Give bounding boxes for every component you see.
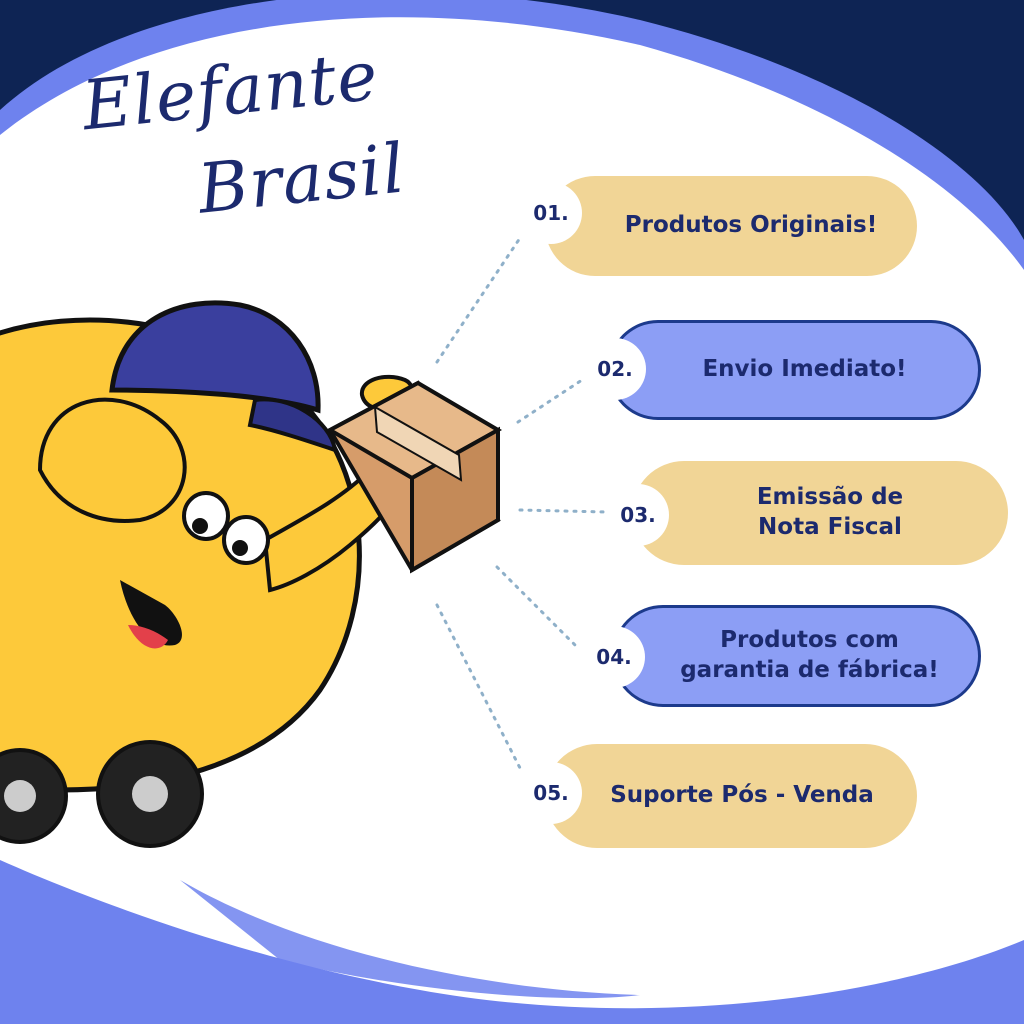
feature-item-2: Envio Imediato! bbox=[608, 320, 981, 420]
feature-number-4: 04. bbox=[583, 626, 645, 688]
feature-item-4: Produtos com garantia de fábrica! bbox=[612, 605, 981, 707]
feature-item-5: Suporte Pós - Venda bbox=[545, 744, 917, 848]
feature-label-5: Suporte Pós - Venda bbox=[610, 782, 874, 809]
feature-label-3b: Nota Fiscal bbox=[758, 514, 902, 540]
feature-label-3a: Emissão de bbox=[756, 484, 904, 511]
feature-label-4a: Produtos com bbox=[720, 627, 899, 654]
feature-item-3: Emissão de Nota Fiscal bbox=[632, 461, 1008, 565]
feature-label-1: Produtos Originais! bbox=[624, 212, 878, 239]
feature-number-2: 02. bbox=[584, 338, 646, 400]
feature-label-4b: garantia de fábrica! bbox=[680, 657, 939, 683]
feature-number-1: 01. bbox=[520, 182, 582, 244]
feature-number-3: 03. bbox=[607, 484, 669, 546]
feature-number-5: 05. bbox=[520, 762, 582, 824]
cardboard-box-icon bbox=[325, 380, 503, 574]
feature-label-2: Envio Imediato! bbox=[702, 356, 907, 383]
feature-item-1: Produtos Originais! bbox=[545, 176, 917, 276]
